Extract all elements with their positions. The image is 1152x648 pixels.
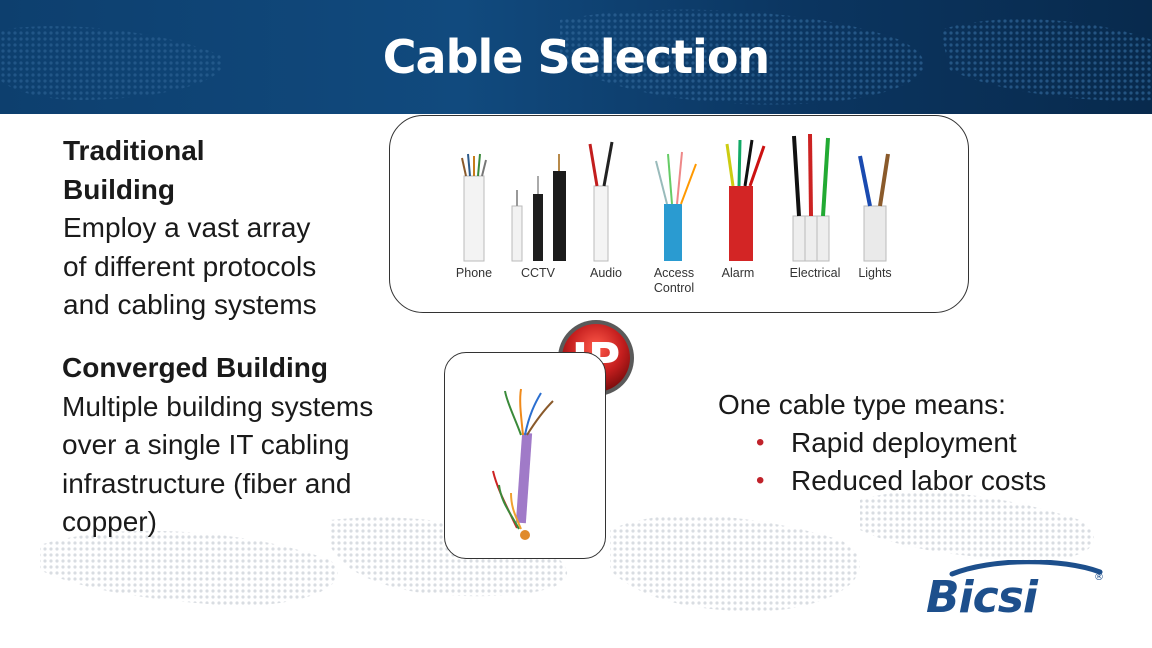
cable-types-illustration bbox=[461, 133, 890, 262]
it-cable-illustration bbox=[492, 388, 554, 540]
cable-label-audio: Audio bbox=[590, 266, 622, 280]
converged-body-line: over a single IT cabling bbox=[62, 429, 350, 460]
converged-heading: Converged Building bbox=[62, 352, 328, 383]
audio-cable-icon bbox=[588, 141, 614, 262]
slide-title: Cable Selection bbox=[382, 30, 770, 84]
it-cable-image-box bbox=[444, 352, 606, 559]
converged-body-line: Multiple building systems bbox=[62, 390, 374, 422]
bullet-icon: • bbox=[756, 429, 765, 456]
cable-label-phone: Phone bbox=[455, 266, 493, 280]
converged-body-line: infrastructure (fiber and bbox=[62, 467, 352, 499]
benefits-heading: One cable type means: bbox=[718, 389, 1006, 420]
benefit-text: Reduced labor costs bbox=[791, 465, 1047, 496]
bicsi-logo: Bicsi ® bbox=[922, 559, 1112, 623]
traditional-body-line: Employ a vast array bbox=[63, 212, 311, 243]
traditional-heading-line1: Traditional bbox=[63, 135, 205, 166]
list-item: • Reduced labor costs bbox=[718, 462, 1138, 500]
list-item: • Rapid deployment bbox=[718, 424, 1138, 462]
cable-label-lights: Lights bbox=[858, 266, 892, 280]
traditional-building-text: Traditional Building Employ a vast array… bbox=[63, 132, 383, 325]
header-banner: Cable Selection bbox=[0, 0, 1152, 114]
header-map-pattern bbox=[0, 9, 1152, 105]
benefits-section: One cable type means: • Rapid deployment… bbox=[718, 386, 1138, 500]
cable-label-electrical: Electrical bbox=[789, 266, 841, 280]
cable-label-cctv: CCTV bbox=[520, 266, 556, 280]
access-control-cable-icon bbox=[655, 151, 697, 261]
lights-cable-icon bbox=[858, 153, 890, 262]
cable-label-access-control: Access Control bbox=[653, 266, 695, 295]
logo-text: Bicsi bbox=[926, 572, 1039, 620]
benefits-list: • Rapid deployment • Reduced labor costs bbox=[718, 424, 1138, 500]
traditional-heading-line2: Building bbox=[63, 173, 175, 205]
registered-mark: ® bbox=[1094, 572, 1104, 583]
cctv-cable-icon bbox=[511, 154, 566, 262]
benefit-text: Rapid deployment bbox=[791, 427, 1017, 458]
electrical-cable-icon bbox=[792, 133, 830, 262]
alarm-cable-icon bbox=[725, 139, 766, 261]
bullet-icon: • bbox=[756, 467, 765, 494]
phone-cable-icon bbox=[461, 153, 487, 262]
converged-body-line: copper) bbox=[62, 506, 157, 537]
cable-label-alarm: Alarm bbox=[721, 266, 755, 280]
converged-building-text: Converged Building Multiple building sys… bbox=[62, 349, 442, 542]
cable-types-image-box: Phone CCTV Audio Access Control Alarm El… bbox=[389, 115, 969, 313]
traditional-body-line: and cabling systems bbox=[63, 289, 317, 320]
bicsi-logo-mark: Bicsi ® bbox=[926, 559, 1104, 623]
traditional-body-line: of different protocols bbox=[63, 250, 317, 282]
